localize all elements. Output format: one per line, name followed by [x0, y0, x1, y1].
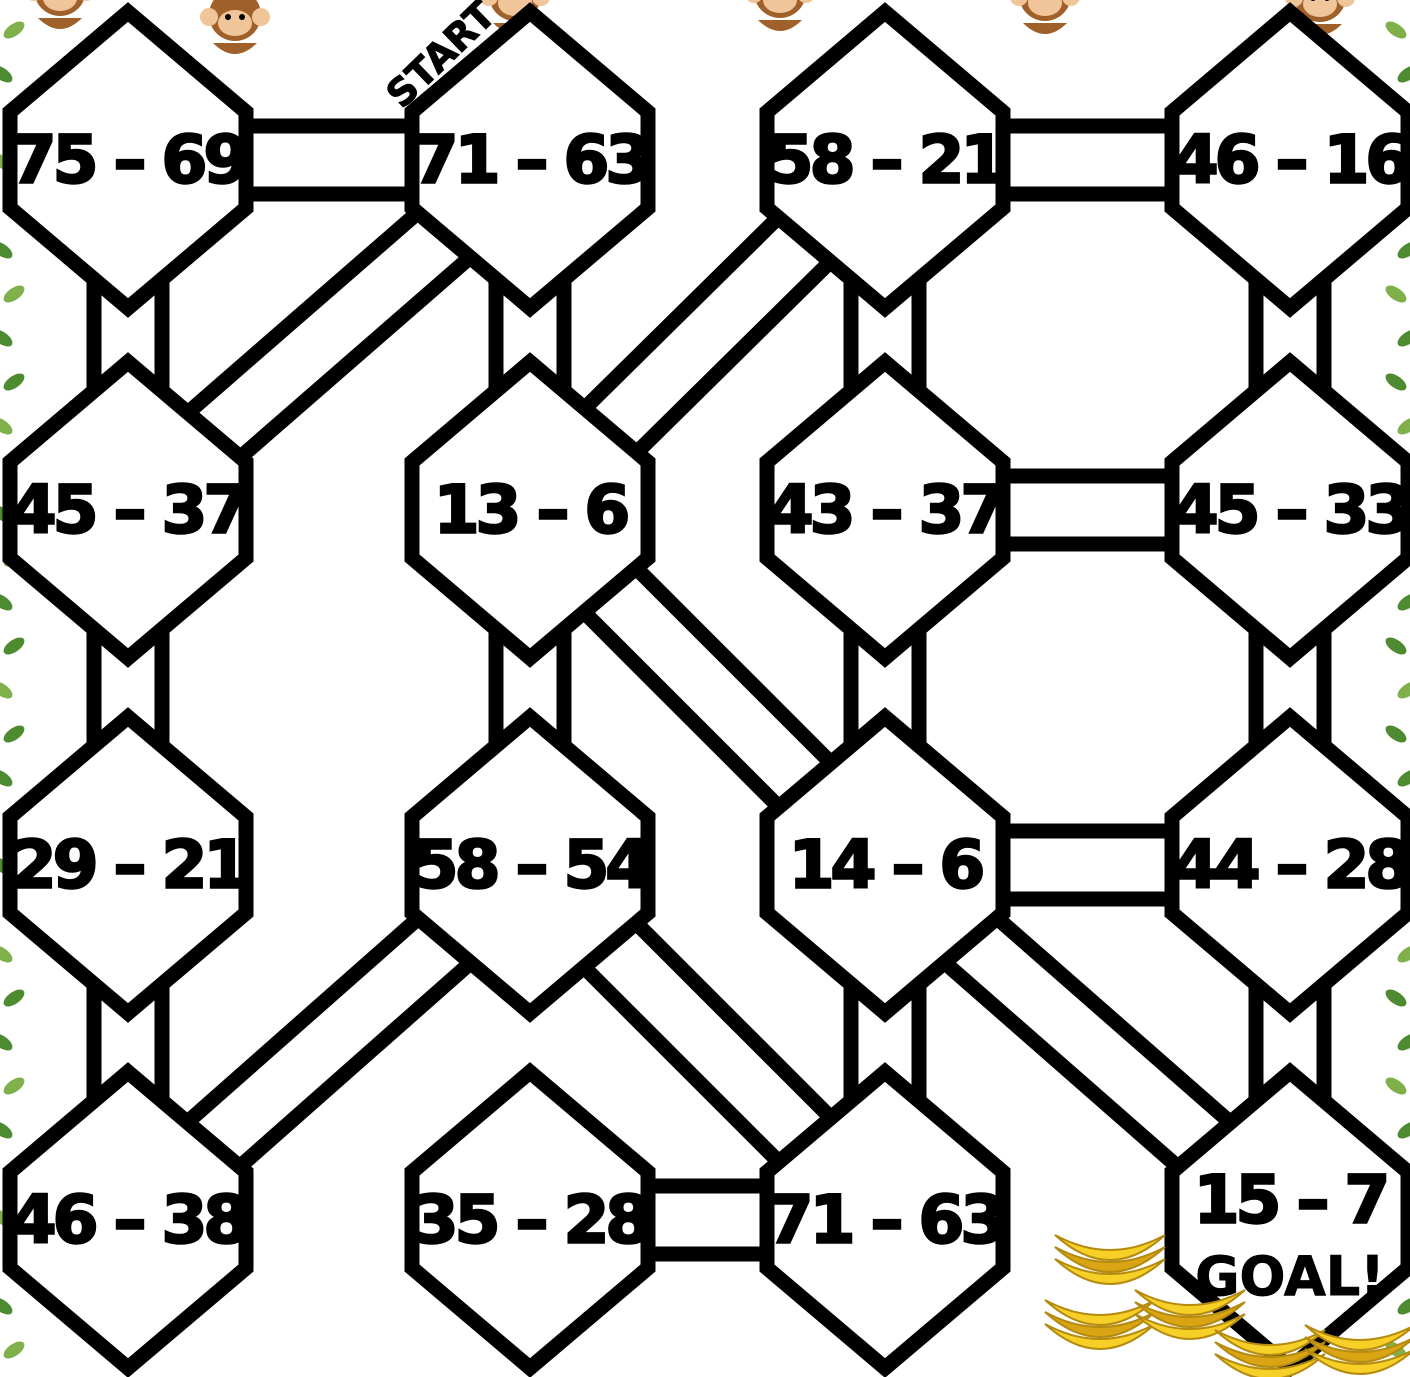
maze-node-r1c4[interactable]: 46 – 16 — [1172, 12, 1408, 308]
monkey-row — [25, 0, 1355, 54]
node-problem-label: 29 – 21 — [11, 827, 246, 904]
vine-leaf-icon — [0, 238, 15, 262]
node-problem-label: 58 – 21 — [768, 122, 1003, 199]
vine-leaf-icon — [0, 62, 15, 86]
vine-leaf-icon — [0, 590, 15, 614]
node-problem-label: 75 – 69 — [11, 122, 246, 199]
vine-leaf-icon — [1, 634, 28, 658]
vine-leaf-icon — [1, 722, 28, 746]
vine-leaf-icon — [0, 942, 15, 966]
vine-leaf-icon — [0, 414, 15, 438]
monkey-icon — [25, 0, 95, 29]
vine-leaf-icon — [1395, 942, 1410, 966]
maze-node-r3c4[interactable]: 44 – 28 — [1172, 717, 1408, 1013]
vine-leaf-icon — [1, 18, 28, 42]
vine-leaf-icon — [1395, 1030, 1410, 1054]
vine-leaf-icon — [1383, 282, 1410, 306]
vine-leaf-icon — [1395, 238, 1410, 262]
maze-node-r2c3[interactable]: 43 – 37 — [767, 362, 1003, 658]
vine-leaf-icon — [1395, 62, 1410, 86]
node-problem-label: 58 – 54 — [413, 827, 649, 904]
node-problem-label: 14 – 6 — [789, 827, 983, 904]
node-problem-label: 45 – 37 — [11, 472, 246, 549]
maze-paths — [94, 126, 1324, 1254]
monkey-icon — [200, 0, 270, 54]
vine-leaf-icon — [1395, 1118, 1410, 1142]
vine-leaf-icon — [1383, 370, 1410, 394]
vine-leaf-icon — [0, 766, 15, 790]
vine-leaf-icon — [0, 1118, 15, 1142]
vine-leaf-icon — [0, 1030, 15, 1054]
vine-leaf-icon — [0, 1294, 15, 1318]
vine-leaf-icon — [1, 1074, 28, 1098]
vine-leaf-icon — [0, 678, 15, 702]
vine-leaf-icon — [1, 1338, 28, 1362]
vine-leaf-icon — [1383, 1074, 1410, 1098]
node-problem-label: 44 – 28 — [1173, 827, 1408, 904]
node-problem-label: 43 – 37 — [768, 472, 1003, 549]
maze-node-r4c2[interactable]: 35 – 28 — [412, 1072, 648, 1368]
vine-leaf-icon — [1383, 18, 1410, 42]
vine-leaf-icon — [1383, 634, 1410, 658]
maze-node-r1c1[interactable]: 75 – 69 — [10, 12, 246, 308]
node-problem-label: 15 – 7 — [1194, 1162, 1387, 1239]
vine-leaf-icon — [1395, 766, 1410, 790]
vine-leaf-icon — [1383, 722, 1410, 746]
monkey-icon — [1010, 0, 1080, 34]
vine-leaf-icon — [1395, 678, 1410, 702]
vine-leaf-icon — [1395, 590, 1410, 614]
node-problem-label: 45 – 33 — [1173, 472, 1408, 549]
node-problem-label: 71 – 63 — [413, 122, 648, 199]
vine-leaf-icon — [1395, 1294, 1410, 1318]
vine-leaf-icon — [1, 986, 28, 1010]
node-problem-label: 35 – 28 — [413, 1182, 648, 1259]
monkey-icon — [745, 0, 815, 31]
node-problem-label: 46 – 16 — [1173, 122, 1409, 199]
maze-node-r2c4[interactable]: 45 – 33 — [1172, 362, 1408, 658]
vine-leaf-icon — [1395, 414, 1410, 438]
node-problem-label: 13 – 6 — [434, 472, 628, 549]
vine-leaf-icon — [1395, 326, 1410, 350]
node-problem-label: 71 – 63 — [768, 1182, 1003, 1259]
vine-leaf-icon — [1, 370, 28, 394]
vine-leaf-icon — [1, 282, 28, 306]
vine-leaf-icon — [1383, 986, 1410, 1010]
node-problem-label: 46 – 38 — [11, 1182, 246, 1259]
maze-node-r3c1[interactable]: 29 – 21 — [10, 717, 246, 1013]
vine-leaf-icon — [0, 326, 15, 350]
